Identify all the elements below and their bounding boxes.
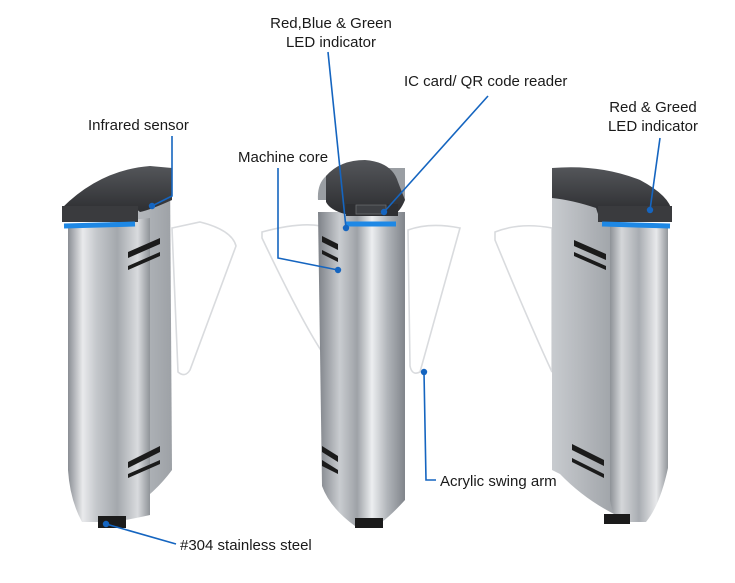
- right-slots: [572, 240, 606, 478]
- left-top-cap: [62, 166, 172, 214]
- acrylic-swing-arms: [171, 221, 553, 376]
- label-infrared: Infrared sensor: [88, 117, 189, 134]
- center-base: [355, 518, 383, 528]
- swing-arm-right: [494, 224, 553, 373]
- callout-machine-core: [277, 168, 339, 271]
- turnstile-right: [552, 167, 672, 524]
- right-top-cap: [552, 167, 672, 214]
- center-top-cap: [326, 160, 405, 214]
- swing-arm-mid-right: [407, 224, 462, 374]
- turnstile-left: [62, 166, 172, 528]
- label-machine-core: Machine core: [238, 149, 329, 166]
- label-rg-led: Red & Greed LED indicator: [598, 98, 708, 136]
- callout-swing-arm: [423, 371, 436, 481]
- left-led-strip: [63, 221, 136, 229]
- label-swing-arm: Acrylic swing arm: [440, 473, 557, 490]
- left-body-front: [68, 218, 150, 522]
- swing-arm-left: [171, 221, 237, 376]
- callout-dots: [102, 202, 654, 528]
- center-body: [318, 212, 405, 526]
- right-body-front: [610, 220, 668, 522]
- label-ic-reader: IC card/ QR code reader: [404, 73, 568, 90]
- callout-ic-reader: [383, 95, 489, 213]
- label-rgb-led-line2: LED indicator: [285, 34, 377, 51]
- right-led-strip: [601, 221, 671, 229]
- swing-arm-mid-left: [261, 224, 323, 355]
- label-rg-led-line2: LED indicator: [607, 118, 699, 135]
- turnstile-center: [317, 160, 405, 528]
- left-slots: [128, 238, 160, 478]
- right-cap-face: [598, 206, 672, 222]
- label-rgb-led-line1: Red,Blue & Green: [270, 15, 392, 32]
- callout-steel: [105, 523, 177, 545]
- center-slots: [322, 236, 338, 474]
- label-rg-led-line1: Red & Greed: [609, 99, 697, 116]
- label-steel: #304 stainless steel: [180, 537, 312, 554]
- callout-rg-led: [649, 137, 661, 211]
- right-base: [604, 514, 630, 524]
- callout-rgb-led: [327, 51, 347, 229]
- label-rgb-led: Red,Blue & Green LED indicator: [256, 14, 406, 52]
- callout-infrared: [151, 136, 173, 207]
- left-cap-face: [62, 206, 138, 222]
- callouts: [105, 51, 661, 545]
